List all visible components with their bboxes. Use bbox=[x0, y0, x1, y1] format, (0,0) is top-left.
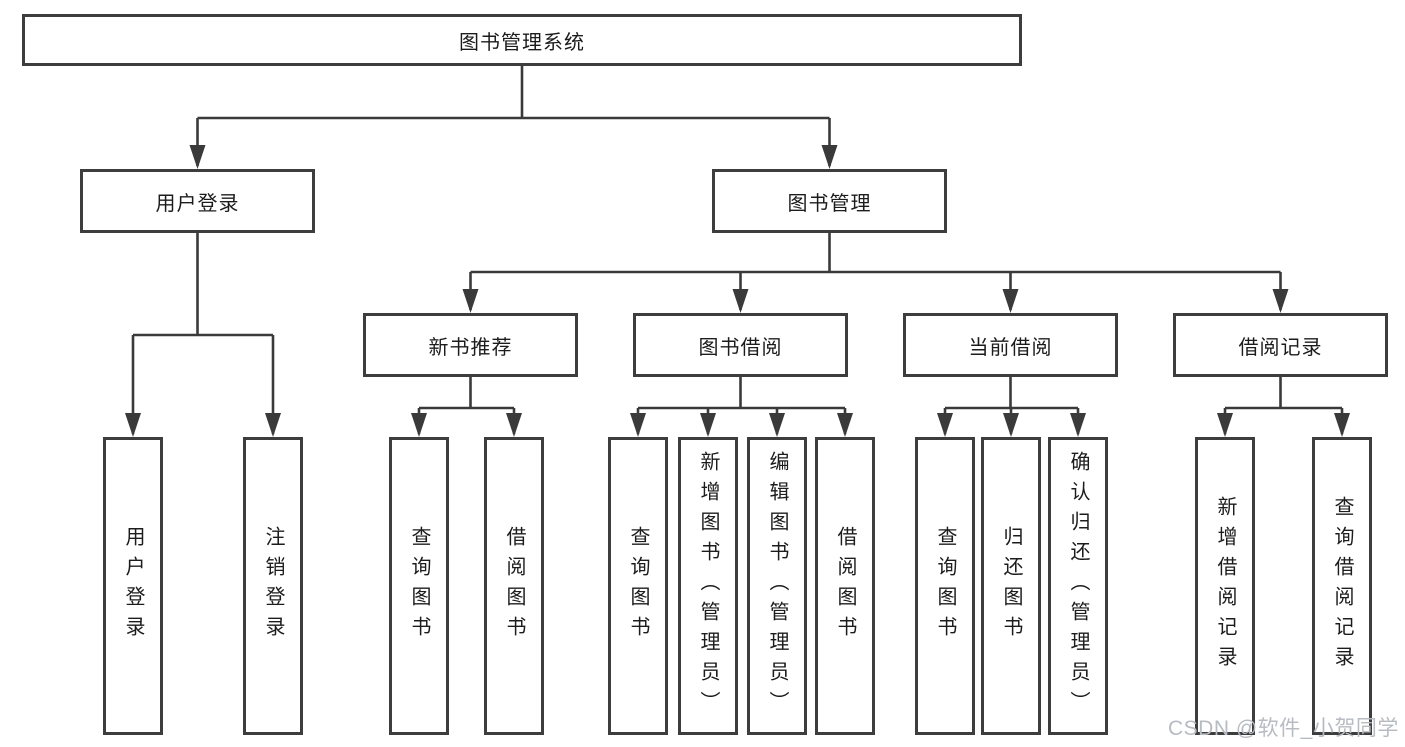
leaf-query-books-borrow: 查询图书 bbox=[608, 437, 668, 735]
node-label: 编辑图书（管理员） bbox=[766, 451, 788, 721]
node-book-borrow: 图书借阅 bbox=[633, 313, 848, 377]
node-label: 图书管理系统 bbox=[459, 31, 585, 54]
node-label: 新书推荐 bbox=[428, 336, 513, 359]
node-label: 归还图书 bbox=[1000, 526, 1022, 646]
leaf-add-books-admin: 新增图书（管理员） bbox=[678, 437, 738, 735]
leaf-confirm-return-admin: 确认归还（管理员） bbox=[1048, 437, 1108, 735]
node-label: 借阅图书 bbox=[503, 526, 525, 646]
node-label: 图书借阅 bbox=[698, 336, 783, 359]
csdn-watermark: CSDN @软件_小贺同学 bbox=[1168, 717, 1399, 740]
node-label: 新增图书（管理员） bbox=[697, 451, 719, 721]
node-label: 确认归还（管理员） bbox=[1067, 451, 1089, 721]
node-label: 注销登录 bbox=[262, 526, 284, 646]
node-label: 查询图书 bbox=[408, 526, 430, 646]
leaf-user-login: 用户登录 bbox=[103, 437, 163, 735]
node-borrow-records: 借阅记录 bbox=[1173, 313, 1388, 377]
node-label: 当前借阅 bbox=[968, 336, 1053, 359]
node-current-borrow: 当前借阅 bbox=[903, 313, 1118, 377]
leaf-edit-books-admin: 编辑图书（管理员） bbox=[747, 437, 807, 735]
node-user-login: 用户登录 bbox=[80, 169, 315, 233]
node-label: 查询图书 bbox=[934, 526, 956, 646]
node-new-book-recommend: 新书推荐 bbox=[363, 313, 578, 377]
node-label: 借阅图书 bbox=[834, 526, 856, 646]
node-label: 查询借阅记录 bbox=[1331, 496, 1353, 676]
node-label: 新增借阅记录 bbox=[1214, 496, 1236, 676]
leaf-query-books-current: 查询图书 bbox=[915, 437, 975, 735]
node-label: 查询图书 bbox=[627, 526, 649, 646]
leaf-query-books-recommend: 查询图书 bbox=[389, 437, 449, 735]
leaf-add-borrow-record: 新增借阅记录 bbox=[1195, 437, 1255, 735]
node-label: 用户登录 bbox=[122, 526, 144, 646]
node-root-book-management-system: 图书管理系统 bbox=[22, 14, 1022, 66]
tree-edges bbox=[131, 66, 1344, 434]
node-label: 图书管理 bbox=[787, 192, 872, 215]
node-book-management: 图书管理 bbox=[712, 169, 947, 233]
leaf-logout: 注销登录 bbox=[243, 437, 303, 735]
node-label: 借阅记录 bbox=[1238, 336, 1323, 359]
leaf-borrow-books: 借阅图书 bbox=[815, 437, 875, 735]
leaf-borrow-books-recommend: 借阅图书 bbox=[484, 437, 544, 735]
leaf-query-borrow-record: 查询借阅记录 bbox=[1312, 437, 1372, 735]
node-label: 用户登录 bbox=[155, 192, 240, 215]
leaf-return-books: 归还图书 bbox=[981, 437, 1041, 735]
